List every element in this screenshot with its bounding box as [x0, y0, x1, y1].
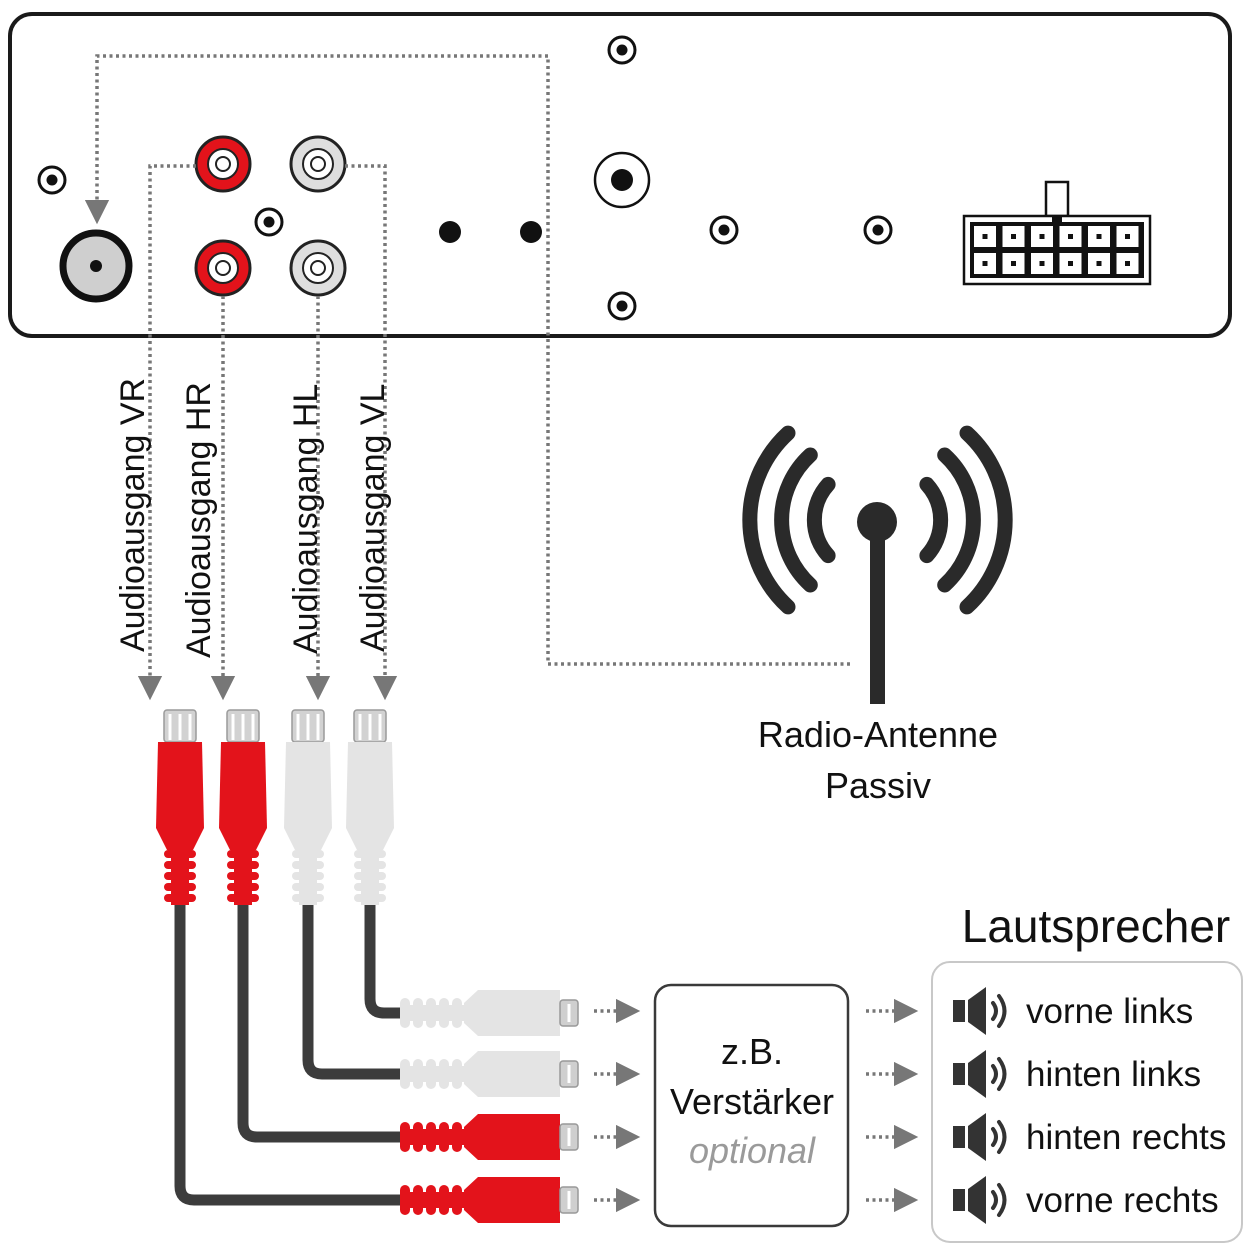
signal-lines	[84, 54, 850, 701]
vr-signal-line	[137, 164, 196, 701]
speakers-box: vorne links hinten links hinten rechts vorn…	[931, 961, 1243, 1243]
screw-icon	[607, 291, 637, 321]
panel-dot	[439, 221, 461, 243]
rca-plug-hr	[219, 709, 267, 905]
amplifier-example-label: z.B.	[721, 1031, 783, 1072]
speaker-row: hinten links	[953, 1050, 1201, 1098]
rca-cable	[156, 709, 579, 1223]
panel-dot	[520, 221, 542, 243]
speaker-label: hinten rechts	[1026, 1118, 1226, 1157]
speaker-row: vorne links	[953, 987, 1193, 1035]
rca-jack-hr	[194, 239, 252, 297]
speaker-icon	[953, 1050, 1007, 1098]
antenna-label: Radio-Antenne	[758, 714, 998, 755]
antenna-type-label: Passiv	[825, 765, 931, 806]
antenna-icon	[742, 425, 1013, 704]
screw-icon	[709, 215, 739, 245]
screw-icon	[37, 165, 67, 195]
speaker-label: vorne links	[1026, 992, 1193, 1031]
speakers-title: Lautsprecher	[962, 900, 1231, 952]
speaker-icon	[953, 987, 1007, 1035]
rca-plug-out-hl	[400, 1051, 579, 1097]
screw-icon	[863, 215, 893, 245]
rca-plug-vr	[156, 709, 204, 905]
speaker-row: hinten rechts	[953, 1113, 1226, 1161]
speaker-label: hinten links	[1026, 1055, 1201, 1094]
label-hl: Audioausgang HL	[287, 384, 325, 654]
iso-connector-icon	[962, 180, 1152, 286]
rca-jack-vr	[194, 135, 252, 193]
screw-icon	[607, 35, 637, 65]
screw-icon	[254, 207, 284, 237]
label-vl: Audioausgang VL	[354, 384, 392, 652]
head-unit-back-panel	[8, 12, 1232, 338]
rca-plug-out-hr	[400, 1114, 579, 1160]
amplifier-box: z.B. Verstärker optional	[653, 983, 850, 1228]
rca-plug-out-vl	[400, 990, 579, 1036]
antenna-signal-line	[84, 54, 850, 666]
rca-plug-vl	[346, 709, 394, 905]
amplifier-optional-label: optional	[689, 1130, 816, 1171]
vl-signal-line	[345, 164, 398, 701]
speaker-row: vorne rechts	[953, 1176, 1219, 1224]
speaker-icon	[953, 1176, 1007, 1224]
rca-jack-hl	[289, 239, 347, 297]
aux-jack	[593, 151, 651, 209]
audio-output-labels: Audioausgang VR Audioausgang HR Audioaus…	[114, 378, 392, 658]
rca-jack-vl	[289, 135, 347, 193]
cable-to-amplifier-arrows	[594, 998, 641, 1213]
speaker-label: vorne rechts	[1026, 1181, 1219, 1220]
rca-plug-hl	[284, 709, 332, 905]
label-vr: Audioausgang VR	[114, 378, 152, 652]
antenna-socket	[59, 229, 133, 303]
rca-plug-out-vr	[400, 1177, 579, 1223]
speaker-icon	[953, 1113, 1007, 1161]
amplifier-label: Verstärker	[670, 1081, 834, 1122]
amplifier-to-speaker-arrows	[866, 998, 919, 1213]
label-hr: Audioausgang HR	[180, 382, 218, 658]
